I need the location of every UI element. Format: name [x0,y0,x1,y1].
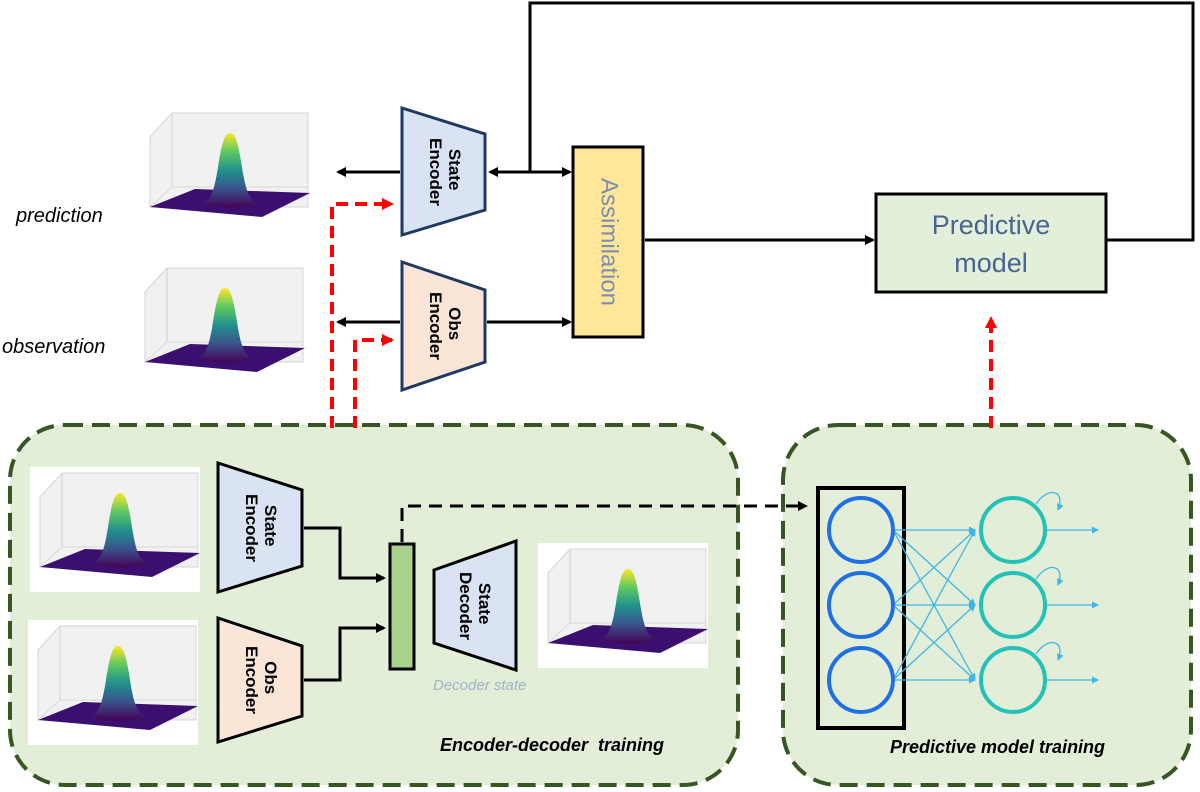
feedback-loop-line [528,1,1195,242]
assimilation-block: Assimilation [571,145,645,339]
encoder-decoder-training-label: Encoder-decoder training [440,735,664,755]
latent-decoder-state-bar [388,542,416,671]
state-encoder-to-latent-arrow [304,526,386,583]
predictive-network [816,486,1099,730]
decoder-state-label: Decoder state [433,677,526,694]
state-decoder: State Decoder [432,538,518,673]
svg-text:Obs Encoder: Obs Encoder [426,292,464,360]
training-state-surface-plot [29,466,201,593]
red-dashed-to-state-encoder [330,198,394,428]
predictive-model-training-label: Predictive model training [890,737,1105,757]
training-state-encoder: State Encoder [216,460,304,595]
training-obs-surface-plot [27,619,199,746]
prediction-label: prediction [15,205,103,227]
network-edges [892,526,1099,684]
top-state-encoder: State Encoder [400,105,487,238]
recurrent-node-2 [979,571,1047,639]
svg-text:Assimilation: Assimilation [596,178,623,306]
svg-text:State Encoder: State Encoder [242,494,280,562]
decoded-state-surface-plot [537,542,709,669]
predictive-model-training-panel [781,423,1193,787]
svg-text:State Encoder: State Encoder [426,138,464,206]
recurrent-node-3 [979,646,1047,714]
input-node-3 [827,646,895,714]
svg-text:Obs Encoder: Obs Encoder [242,646,280,714]
top-obs-encoder: Obs Encoder [400,259,487,393]
recurrent-loops [1035,492,1064,661]
input-layer-box [816,486,906,730]
latent-to-predictive-training-dashed-arrow [400,501,808,542]
recurrent-node-1 [979,496,1047,564]
prediction-surface-plot [139,106,311,233]
training-obs-encoder: Obs Encoder [216,615,304,745]
observation-surface-plot [134,261,306,388]
observation-label: observation [2,336,105,358]
svg-text:Predictive: Predictive [932,210,1051,240]
svg-text:State Decoder: State Decoder [456,572,494,640]
input-node-1 [827,496,895,564]
input-node-2 [827,571,895,639]
red-dashed-to-obs-encoder [353,334,394,428]
predictive-model-block: Predictive model [874,192,1108,294]
svg-text:model: model [954,248,1028,278]
obs-encoder-to-latent-arrow [304,623,386,682]
